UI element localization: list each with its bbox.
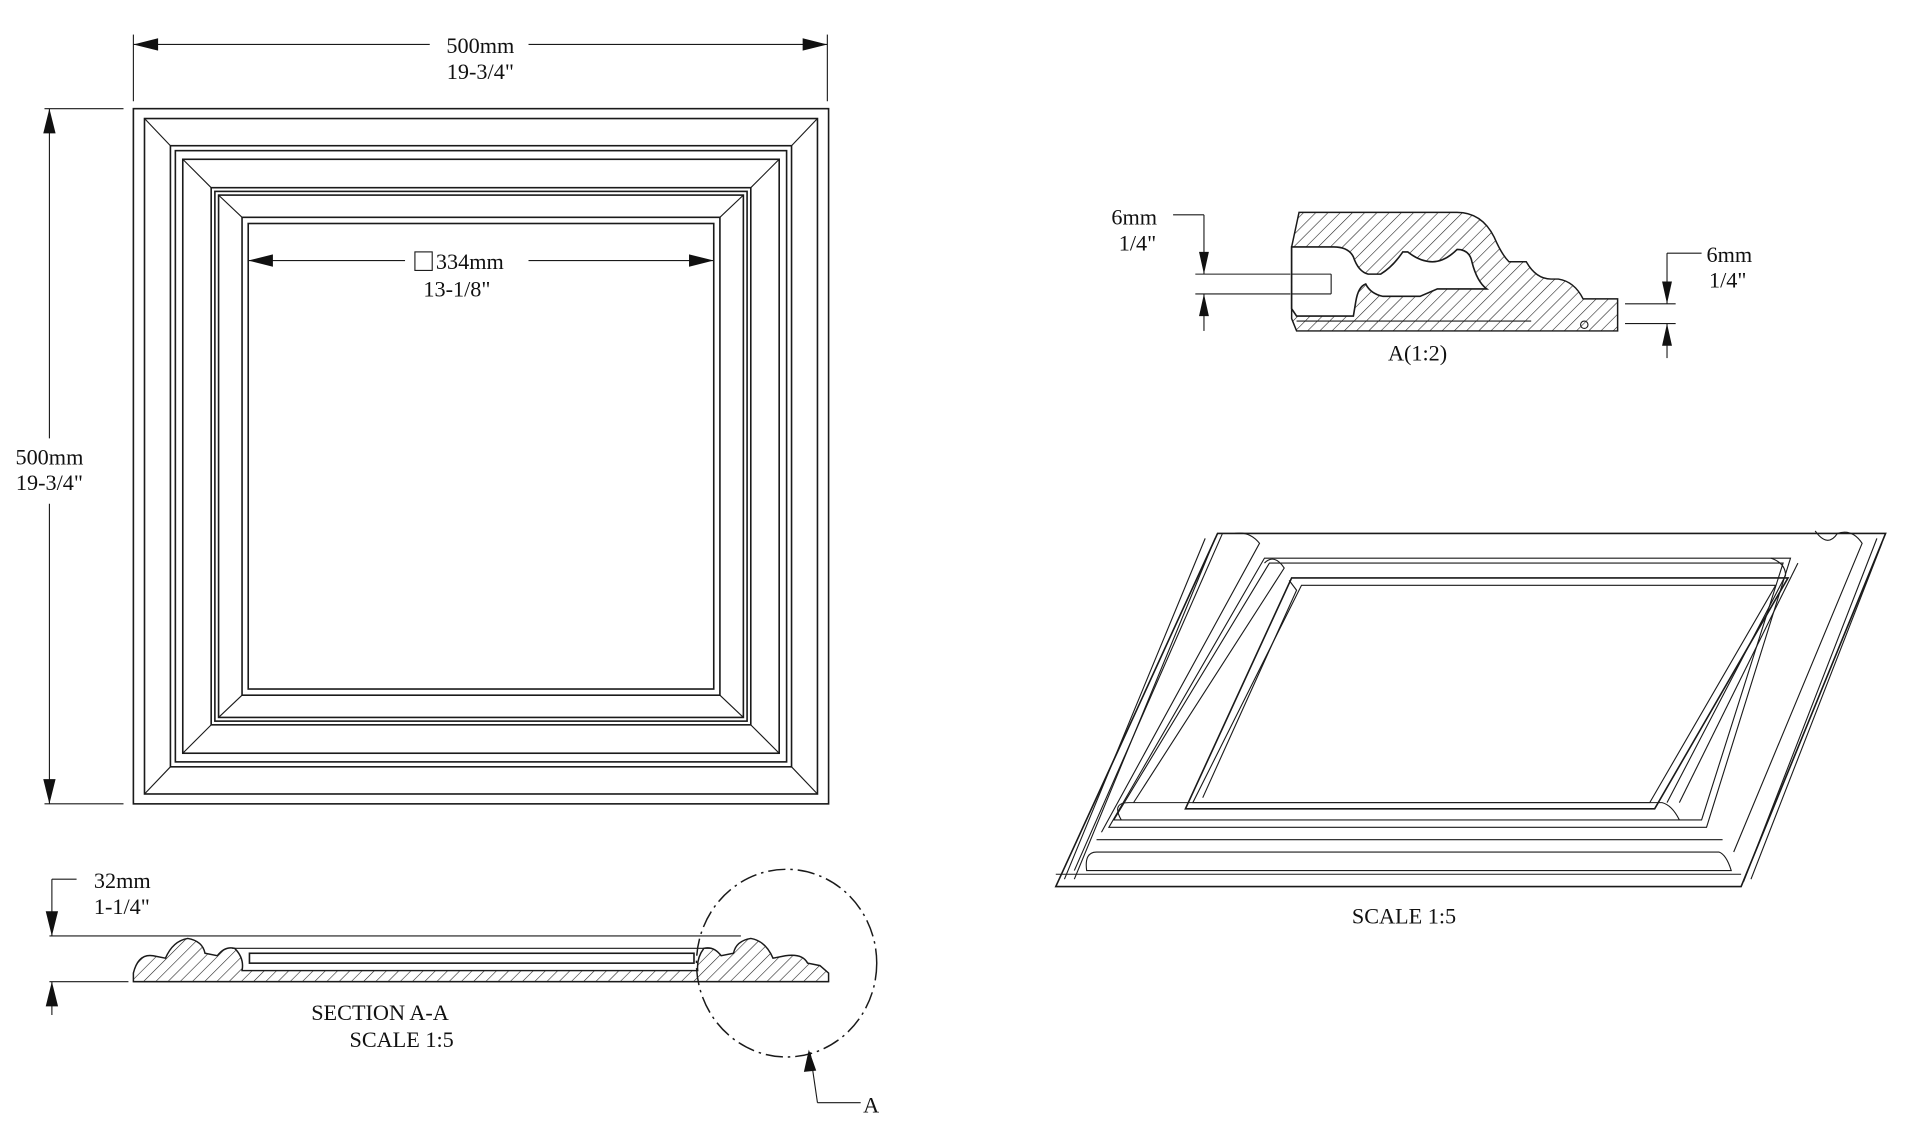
section-scale: SCALE 1:5 (349, 1027, 453, 1052)
detail-right-mm-label: 6mm (1707, 242, 1753, 267)
arrow-down-icon (43, 779, 56, 804)
detail-left-mm-label: 6mm (1111, 205, 1157, 230)
arrow-left-icon (248, 254, 273, 267)
opening-dimension: 334mm 13-1/8" (248, 249, 714, 301)
detail-callout-label: A (863, 1093, 879, 1118)
width-mm-label: 500mm (446, 33, 514, 58)
arrow-down-icon (45, 911, 59, 936)
detail-title: A(1:2) (1388, 341, 1447, 366)
opening-in-label: 13-1/8" (423, 276, 490, 301)
width-in-label: 19-3/4" (447, 59, 514, 84)
arrow-right-icon (689, 254, 714, 267)
detail-callout: A (695, 868, 879, 1118)
arrow-down-icon (1199, 251, 1209, 275)
isometric-view (1054, 530, 1887, 888)
detail-left-in-label: 1/4" (1119, 231, 1156, 256)
frame-outline (132, 107, 830, 805)
section-title: SECTION A-A (311, 1000, 449, 1025)
detail-profile (1290, 211, 1619, 332)
detail-view: 6mm 1/4" 6mm 1/4" A(1:2) (1111, 205, 1752, 366)
arrow-up-icon (1199, 293, 1209, 317)
arrow-down-icon (1662, 281, 1672, 304)
arrow-right-icon (802, 38, 828, 51)
section-profile (132, 937, 830, 983)
thickness-mm-label: 32mm (94, 868, 151, 893)
front-view: 500mm 19-3/4" 500mm 19-3/4" (15, 33, 830, 805)
square-symbol-icon (414, 251, 433, 271)
height-dimension: 500mm 19-3/4" (15, 108, 124, 805)
arrow-up-icon (45, 981, 59, 1007)
detail-right-in-label: 1/4" (1709, 268, 1746, 293)
height-in-label: 19-3/4" (16, 470, 83, 495)
height-mm-label: 500mm (15, 444, 83, 469)
section-view: 32mm 1-1/4" SECTION A-A SCALE 1:5 A (45, 868, 879, 1118)
arrow-up-icon (1662, 323, 1672, 346)
width-dimension: 500mm 19-3/4" (132, 33, 828, 102)
opening-mm-label: 334mm (436, 249, 504, 274)
arrow-up-icon (803, 1049, 817, 1072)
arrow-up-icon (43, 108, 56, 134)
iso-scale: SCALE 1:5 (1352, 904, 1456, 929)
thickness-in-label: 1-1/4" (94, 894, 150, 919)
arrow-left-icon (133, 38, 159, 51)
